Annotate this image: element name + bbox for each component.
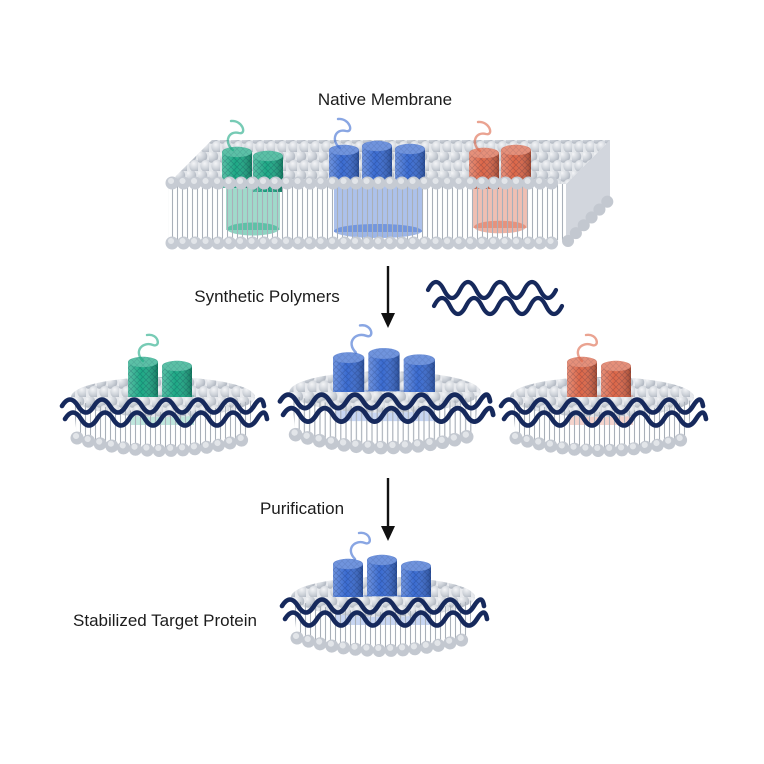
nanodisc-green	[62, 335, 267, 451]
stabilized-nanodisc-blue	[282, 533, 487, 651]
native-membrane-illustration	[165, 117, 616, 250]
synthetic-polymers-label: Synthetic Polymers	[194, 287, 340, 306]
purification-label: Purification	[259, 499, 345, 518]
nanodisc-blue	[280, 325, 493, 447]
orange-squiggle	[473, 120, 492, 153]
membrane-tails	[168, 184, 566, 240]
membrane-head-row-side	[562, 193, 616, 247]
synthetic-polymer-squiggles	[425, 279, 565, 317]
green-squiggle	[226, 119, 245, 152]
down-arrow-icon	[381, 478, 395, 541]
native-membrane-label: Native Membrane	[317, 90, 453, 109]
nanodisc-orange	[501, 335, 706, 451]
down-arrow-icon	[381, 266, 395, 328]
blue-squiggle	[333, 117, 352, 150]
stabilized-target-protein-label: Stabilized Target Protein	[73, 611, 257, 630]
membrane-side-face	[566, 140, 610, 241]
